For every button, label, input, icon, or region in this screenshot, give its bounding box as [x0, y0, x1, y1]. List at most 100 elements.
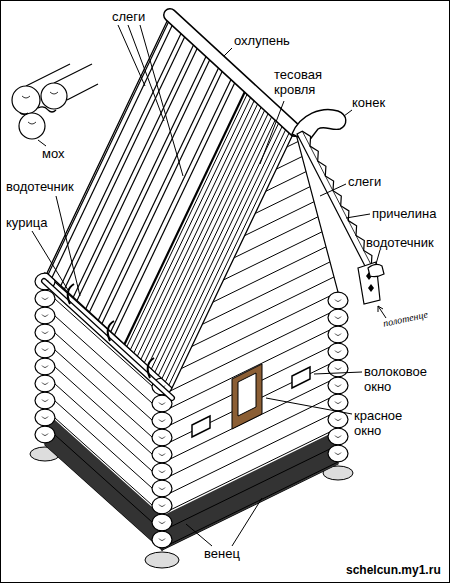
log-end	[328, 445, 348, 462]
watermark: schelcun.my1.ru	[346, 563, 441, 577]
log-end	[35, 324, 55, 341]
label-text: охлупень	[234, 33, 290, 48]
log-ring	[159, 403, 165, 405]
log-ring	[159, 454, 165, 456]
roof-board	[151, 111, 274, 369]
log-end	[328, 309, 348, 326]
log-ring	[42, 349, 48, 351]
roof-pole	[61, 28, 184, 286]
log-ring	[42, 332, 48, 334]
log-end	[152, 412, 172, 429]
roof-board	[137, 98, 260, 356]
roof-pole	[90, 54, 213, 312]
leader-line	[32, 25, 386, 546]
roof-board	[130, 92, 253, 350]
roof-plane	[47, 15, 295, 388]
log-seam	[45, 409, 162, 514]
log-seam	[162, 411, 338, 497]
roof-board	[169, 127, 292, 385]
log-end	[35, 358, 55, 375]
barge-board	[297, 131, 372, 268]
log-ring	[335, 419, 341, 421]
log-ring	[42, 298, 48, 300]
log-ring	[159, 522, 165, 524]
log-ring	[335, 300, 341, 302]
red-window	[238, 373, 256, 416]
log-end	[328, 411, 348, 428]
log-ring	[42, 315, 48, 317]
log-ring	[335, 351, 341, 353]
log-end	[35, 290, 55, 307]
roof-board	[165, 124, 288, 382]
log-end	[328, 428, 348, 445]
log-end	[328, 326, 348, 343]
log-ring	[42, 400, 48, 402]
part-label: водотечник	[366, 235, 434, 250]
label-text: красное окно	[354, 408, 402, 438]
log-ring	[335, 436, 341, 438]
log-ring	[335, 453, 341, 455]
log-end	[152, 497, 172, 514]
part-label: слеги	[112, 9, 145, 24]
log-seam	[45, 426, 162, 531]
smoke-window	[192, 416, 210, 437]
part-label: охлупень	[234, 33, 290, 48]
label-text: курица	[6, 215, 47, 230]
log-ring	[159, 539, 165, 541]
log-end	[328, 292, 348, 309]
roof-board	[134, 95, 257, 353]
log-seam	[162, 462, 338, 548]
roof-pole	[98, 62, 221, 320]
log-seam	[45, 392, 162, 497]
roof-pole	[73, 39, 196, 297]
part-label: красное окно	[354, 408, 420, 438]
window-frame	[232, 364, 262, 429]
label-text: конек	[352, 95, 385, 110]
gutter-end	[368, 264, 384, 276]
log-end	[35, 341, 55, 358]
label-text: слеги	[348, 174, 381, 189]
log-end	[152, 480, 172, 497]
hook	[68, 284, 154, 378]
barge-board	[297, 131, 372, 268]
label-text: мох	[42, 146, 65, 161]
label-text: слеги	[112, 9, 145, 24]
label-text: schelcun.my1.ru	[346, 563, 441, 577]
log-ring	[159, 437, 165, 439]
log-ring	[42, 434, 48, 436]
log-end	[35, 375, 55, 392]
label-text: водотечник	[366, 235, 434, 250]
roof-pole	[115, 77, 238, 335]
label-text: венец	[204, 546, 240, 561]
part-label: мох	[42, 146, 65, 161]
log-end	[152, 514, 172, 531]
part-label: причелина	[372, 206, 436, 221]
roof-pole	[48, 16, 171, 274]
part-label: слеги	[348, 174, 381, 189]
part-label: водотечник	[6, 179, 74, 194]
log-end	[35, 409, 55, 426]
log-seam	[162, 343, 338, 429]
log-ring	[159, 420, 165, 422]
log-ring	[159, 471, 165, 473]
log-ring	[42, 366, 48, 368]
log-end	[152, 531, 172, 548]
part-label: волоковое окно	[364, 364, 444, 394]
part-label: курица	[6, 215, 47, 230]
part-label: конек	[352, 95, 385, 110]
log-seam	[162, 360, 338, 446]
label-text: причелина	[372, 206, 436, 221]
log-end	[328, 343, 348, 360]
gutter	[44, 281, 172, 398]
log-ring	[335, 402, 341, 404]
log-end	[152, 463, 172, 480]
roof-pole	[86, 51, 209, 309]
log-ring	[335, 368, 341, 370]
log-end	[35, 426, 55, 443]
log-ring	[335, 385, 341, 387]
log-ring	[159, 488, 165, 490]
log-seam	[45, 375, 162, 480]
bottom-crown-band	[162, 430, 338, 550]
